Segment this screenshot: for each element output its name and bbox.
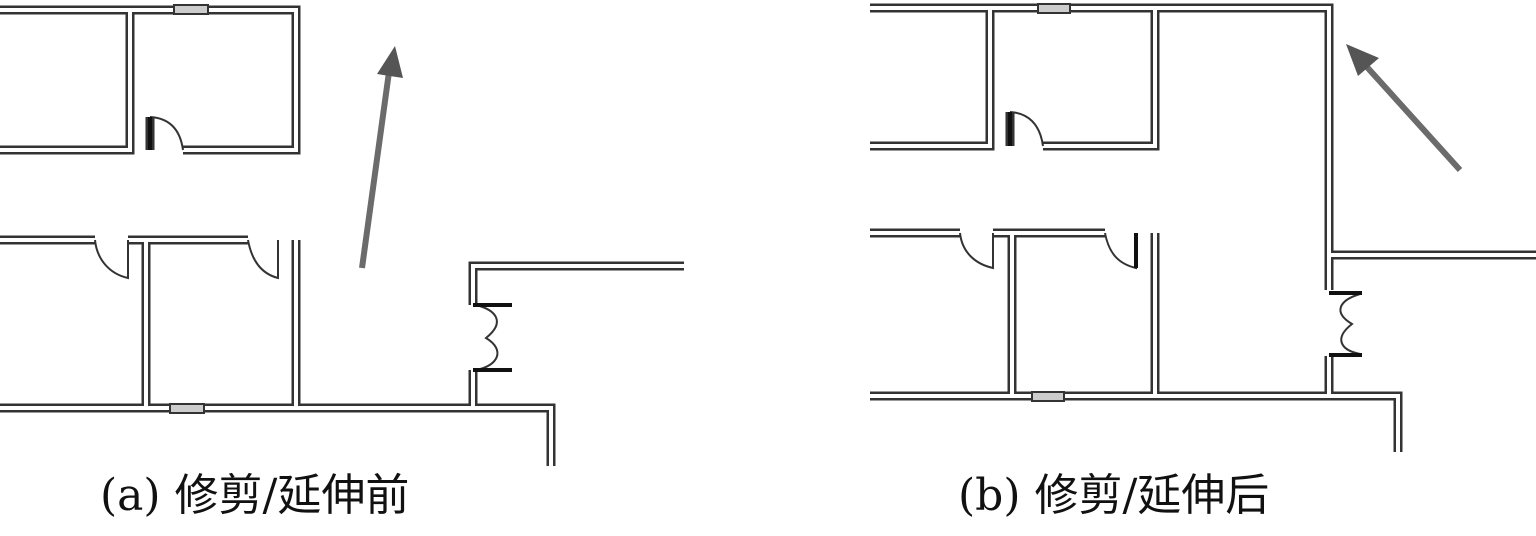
window bbox=[1031, 391, 1065, 402]
panel-a-plan bbox=[0, 4, 684, 466]
direction-arrow bbox=[359, 46, 403, 269]
window bbox=[169, 403, 205, 414]
window bbox=[1037, 3, 1071, 14]
caption-a: (a) 修剪/延伸前 bbox=[100, 470, 410, 521]
door-swing bbox=[1104, 232, 1137, 270]
door-swing bbox=[149, 116, 184, 151]
door-swing bbox=[475, 304, 499, 371]
direction-arrow bbox=[1346, 44, 1463, 173]
door-swing bbox=[247, 239, 279, 280]
window bbox=[173, 4, 209, 15]
door-swing bbox=[959, 232, 994, 270]
panel-b-plan bbox=[870, 3, 1536, 452]
caption-b: (b) 修剪/延伸后 bbox=[958, 470, 1270, 521]
door-swing bbox=[94, 239, 129, 280]
door-swing bbox=[1339, 293, 1361, 355]
door-swing bbox=[1009, 111, 1044, 147]
